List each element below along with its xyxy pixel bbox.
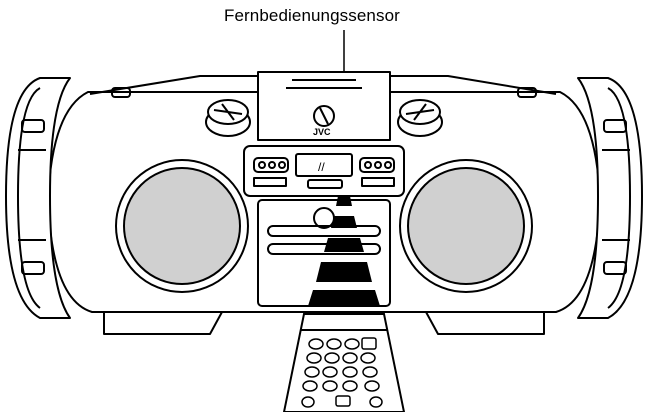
ir-beam	[308, 196, 380, 306]
handle-clip-right	[517, 87, 537, 98]
remote-buttons	[301, 337, 383, 408]
left-speaker	[115, 159, 249, 293]
top-housing	[257, 71, 391, 141]
left-end-cap	[5, 77, 71, 319]
display-marks: //	[318, 160, 325, 174]
display-window	[295, 153, 353, 177]
remote-sensor	[307, 179, 343, 189]
left-foot	[103, 311, 223, 335]
control-panel	[243, 145, 405, 197]
right-speaker	[399, 159, 533, 293]
callout-label: Fernbedienungssensor	[224, 6, 400, 25]
right-end-cap	[577, 77, 643, 319]
handle-clip-left	[111, 87, 131, 98]
right-knob	[397, 99, 443, 137]
left-knob	[205, 99, 251, 137]
brand-logo: JVC	[313, 127, 331, 137]
remote-control	[282, 313, 406, 412]
right-foot	[425, 311, 545, 335]
